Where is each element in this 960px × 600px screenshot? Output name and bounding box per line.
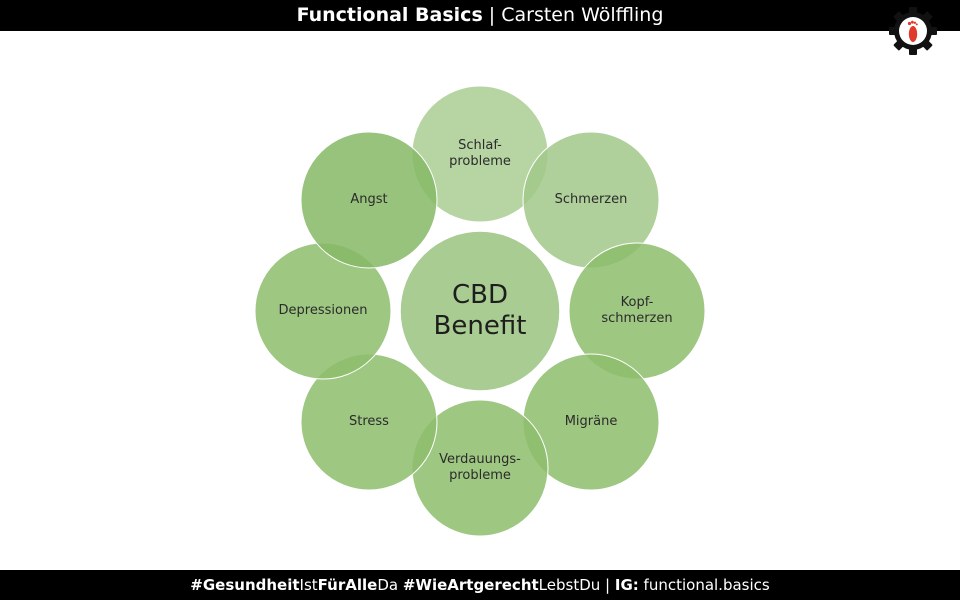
footer-hashtag-1-part: #Gesundheit [190,576,300,594]
header-separator: | [482,4,502,26]
footer-hashtag-1-part: FürAlle [317,576,378,594]
center-label: CBD Benefit [433,280,527,341]
header-author: Carsten Wölffling [501,4,664,26]
footer-hashtag-2-part: #Wie [402,576,448,594]
gear-footprint-icon [889,7,937,55]
footer-hashtag-1-part: Ist [299,576,318,594]
footer-hashtag-2-part: Artgerecht [447,576,539,594]
footer-separator: | [600,576,615,594]
footer-hashtag-2-part: LebstDu [538,576,601,594]
header-title: Functional Basics [296,4,483,26]
center-circle [399,230,561,392]
cbd-benefit-diagram [254,85,706,537]
footer-bar: #GesundheitIstFürAlleDa #WieArtgerechtLe… [0,570,960,600]
footer-ig-label: IG: [614,576,639,594]
footer-ig-handle: functional.basics [638,576,770,594]
footprint-icon [907,20,918,42]
header-bar: Functional Basics | Carsten Wölffling [0,0,960,31]
footer-hashtag-1-part: Da [377,576,403,594]
benefit-circle [300,131,438,269]
